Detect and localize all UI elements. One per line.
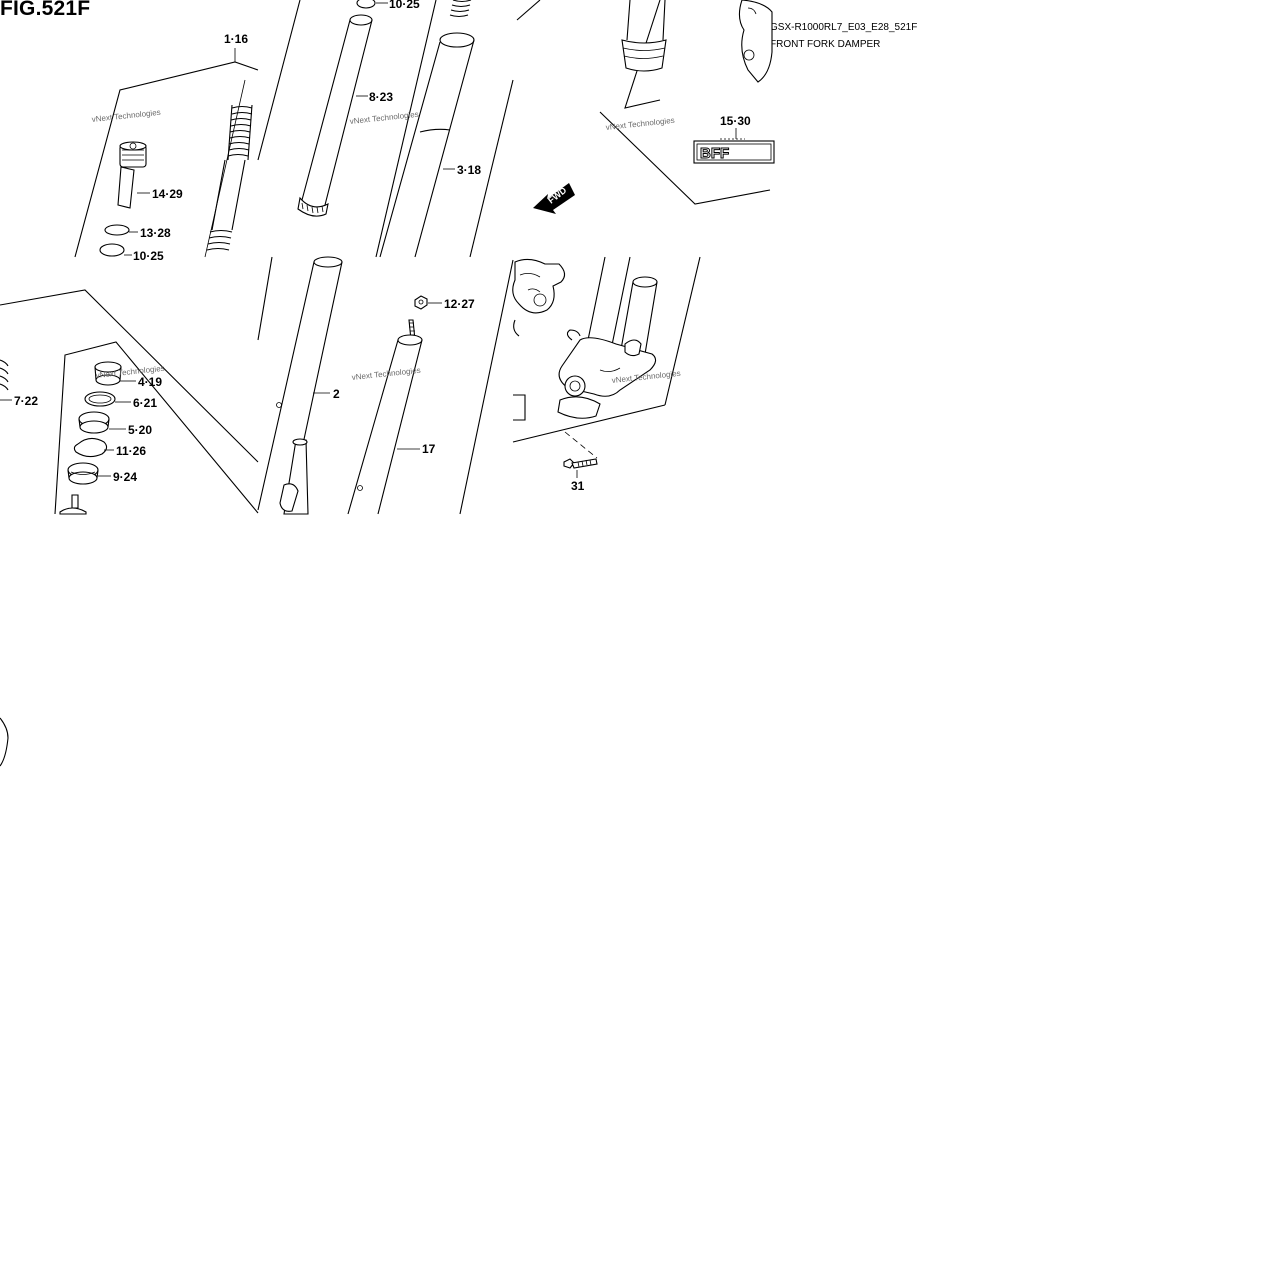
- frame-border: [512, 404, 666, 443]
- assembly-line: [564, 431, 598, 459]
- callout-6-21[interactable]: 6·21: [133, 396, 157, 410]
- frame-border: [257, 256, 273, 341]
- dust-seal: [67, 462, 99, 485]
- callout-5-20[interactable]: 5·20: [128, 423, 152, 437]
- callout-17[interactable]: 17: [422, 442, 436, 456]
- frame-border: [516, 0, 541, 21]
- callout-14-29[interactable]: 14·29: [152, 187, 183, 201]
- washer: [84, 391, 116, 407]
- tile-top-left: 1·16 14·29 13·28 10·25 vNext Technologie…: [74, 32, 259, 263]
- diagram-description: FRONT FORK DAMPER: [770, 39, 881, 50]
- callout-10-25a[interactable]: 10·25: [389, 0, 420, 11]
- watermark-text: vNext Technologies: [349, 110, 419, 126]
- stopper-ring: [73, 437, 108, 458]
- callout-8-23[interactable]: 8·23: [369, 90, 393, 104]
- callout-15-30[interactable]: 15·30: [720, 114, 751, 128]
- callout-4-19[interactable]: 4·19: [138, 375, 162, 389]
- watermark-text: vNext Technologies: [91, 108, 161, 124]
- callout-7-22[interactable]: 7·22: [14, 394, 38, 408]
- tile-bottom-left: 7·22 4·19 6·21 5·20 11·26 9·24 vNext Tec…: [0, 289, 259, 515]
- mounting-bolt: [563, 458, 598, 469]
- callout-10-25b[interactable]: 10·25: [133, 249, 164, 263]
- frame-border: [459, 259, 514, 515]
- fwd-arrow: FWD: [533, 183, 575, 214]
- frame-border: [624, 0, 661, 109]
- frame-border: [599, 111, 771, 205]
- callout-11-26[interactable]: 11·26: [116, 444, 146, 458]
- damper-cylinder: [347, 319, 423, 515]
- tile-top-middle: 10·25 8·23 3·18 vNext Technologies: [257, 0, 514, 258]
- callout-1-16[interactable]: 1·16: [224, 32, 248, 46]
- frame-border: [257, 0, 301, 161]
- callout-2[interactable]: 2: [333, 387, 340, 401]
- frame-border: [54, 341, 259, 515]
- bff-label: BFF: [700, 145, 729, 162]
- callout-31[interactable]: 31: [571, 479, 585, 493]
- fork-boot: [621, 0, 667, 72]
- fork-cap-bolt: [117, 141, 147, 209]
- frame-border: [0, 717, 9, 767]
- frame-border: [0, 289, 259, 463]
- frame-border: [664, 256, 701, 406]
- guide-bushing: [94, 361, 122, 386]
- frame-border: [74, 61, 259, 258]
- spring-coil: [0, 359, 9, 391]
- axle-bracket: [738, 0, 773, 83]
- fork-bottom-assembly: [557, 256, 658, 419]
- frame-border: [513, 394, 526, 421]
- inner-tube: [257, 256, 343, 515]
- frame-border: [375, 0, 437, 258]
- callout-13-28[interactable]: 13·28: [140, 226, 171, 240]
- washer: [99, 243, 125, 257]
- callout-3-18[interactable]: 3·18: [457, 163, 481, 177]
- o-ring: [104, 224, 130, 236]
- oil-seal: [78, 411, 110, 434]
- frame-border: [469, 79, 514, 258]
- callout-12-27[interactable]: 12·27: [444, 297, 475, 311]
- tile-bottom-right: 31 vNext Technologies: [512, 256, 701, 493]
- fork-spring: [206, 104, 253, 251]
- washer-inner: [88, 394, 112, 404]
- bff-badge: BFF: [693, 128, 775, 164]
- tile-top-right: BFF FWD 15·30 vNext Technologies: [516, 0, 775, 214]
- frame-border: [204, 79, 246, 258]
- watermark-text: vNext Technologies: [605, 116, 675, 132]
- model-code: GSX-R1000RL7_E03_E28_521F: [770, 22, 918, 33]
- damper-rod: [297, 0, 376, 217]
- spring-coil: [449, 0, 472, 18]
- lock-nut: [414, 295, 428, 310]
- callout-9-24[interactable]: 9·24: [113, 470, 137, 484]
- bolt: [59, 494, 87, 515]
- tile-bottom-middle: 2 17 12·27 vNext Technologies: [257, 256, 514, 515]
- steering-bracket: [512, 258, 566, 337]
- outer-tube: [379, 32, 475, 258]
- figure-title: FIG.521F: [0, 0, 91, 20]
